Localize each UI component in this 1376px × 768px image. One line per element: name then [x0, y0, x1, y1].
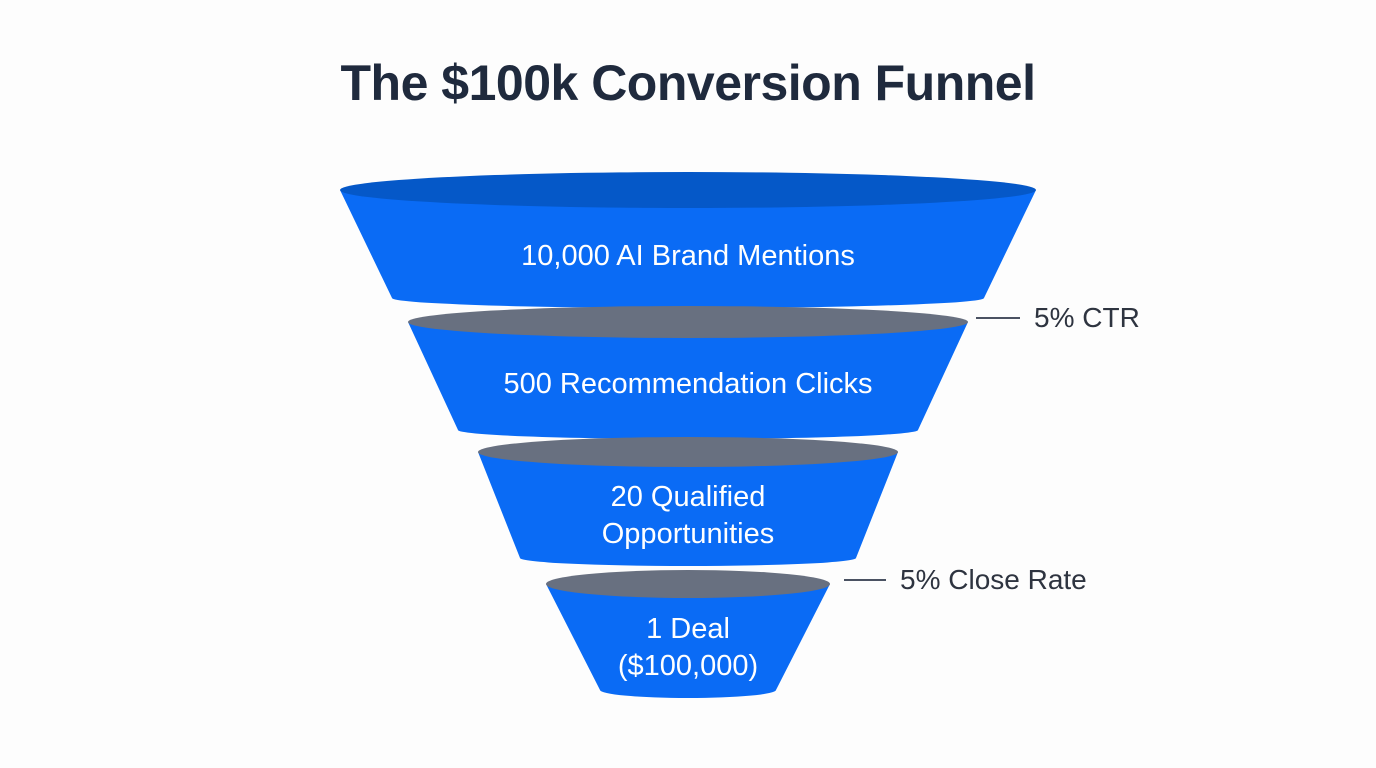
annotation-leader-line: [844, 579, 886, 581]
annotation-ctr-text: 5% CTR: [1034, 302, 1140, 333]
stage-label-2: 500 Recommendation Clicks: [503, 368, 873, 400]
annotation-leader-line: [976, 317, 1020, 319]
stage-label-1: 10,000 AI Brand Mentions: [521, 240, 855, 272]
annotation-ctr: 5% CTR: [976, 302, 1140, 334]
stage-label-3: 20 Qualified Opportunities: [601, 481, 775, 550]
funnel-stage-4: [546, 570, 830, 698]
annotation-close-rate-text: 5% Close Rate: [900, 564, 1087, 595]
funnel-stage-2: [408, 306, 968, 439]
funnel-stage-1: [340, 172, 1036, 308]
chart-title: The $100k Conversion Funnel: [340, 55, 1036, 111]
annotation-close-rate: 5% Close Rate: [844, 564, 1087, 596]
funnel-stage-3: [478, 437, 898, 566]
stage-label-4: 1 Deal ($100,000): [617, 613, 759, 682]
